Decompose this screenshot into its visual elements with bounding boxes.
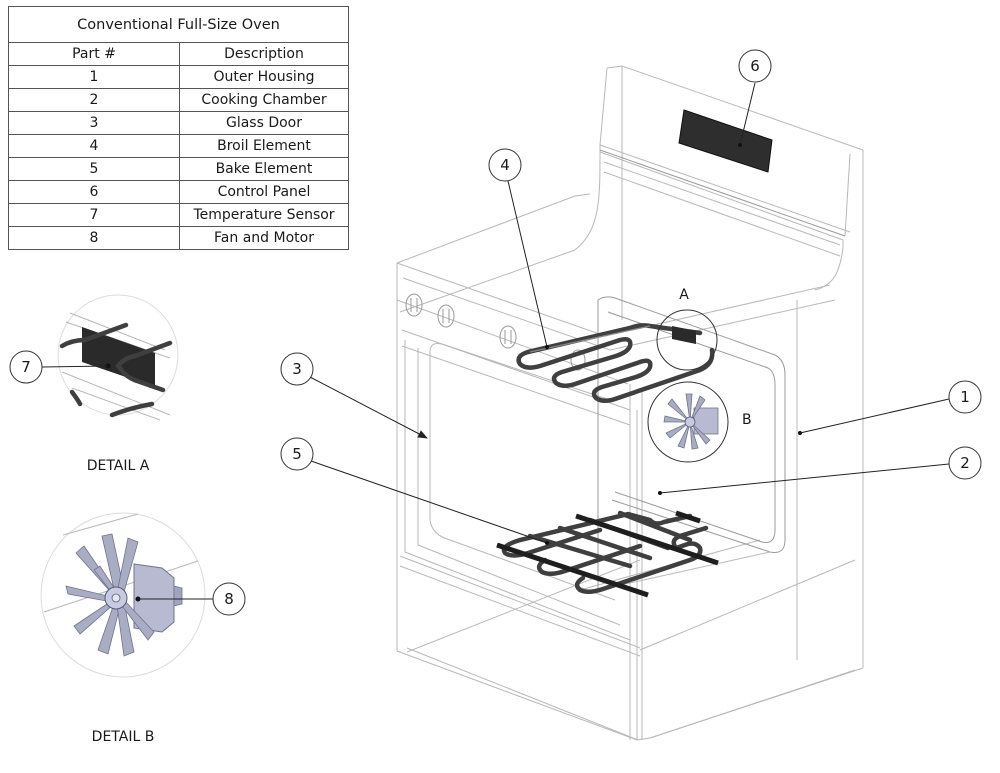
- svg-text:8: 8: [224, 590, 234, 608]
- fan-icon: [663, 393, 719, 450]
- balloon-1: 1: [798, 380, 982, 435]
- detail-a-letter: A: [679, 287, 689, 303]
- control-knob: [499, 325, 517, 349]
- outer-housing: [396, 65, 864, 741]
- svg-text:5: 5: [292, 445, 302, 463]
- part-number: 1: [8, 65, 180, 89]
- balloon-6: 6: [738, 49, 772, 147]
- table-title: Conventional Full-Size Oven: [8, 6, 349, 43]
- header-part: Part #: [8, 42, 180, 66]
- balloon-8: 8: [138, 582, 246, 616]
- balloon-4: 4: [488, 148, 549, 349]
- balloon-7: 7: [9, 350, 109, 384]
- balloon-5: 5: [280, 437, 549, 545]
- part-number: 5: [8, 157, 180, 181]
- svg-text:2: 2: [960, 454, 970, 472]
- detail-b-view: [40, 512, 206, 678]
- glass-door: [404, 340, 631, 641]
- balloon-2: 2: [658, 446, 982, 495]
- control-knob: [405, 293, 423, 317]
- table-header-row: Part # Description: [8, 42, 349, 66]
- svg-text:3: 3: [292, 360, 302, 378]
- broil-element: [516, 323, 715, 403]
- parts-table: Conventional Full-Size Oven Part # Descr…: [8, 6, 349, 250]
- detail-a-view: [57, 294, 179, 421]
- svg-text:6: 6: [750, 57, 760, 75]
- svg-text:4: 4: [500, 156, 510, 174]
- part-description: Outer Housing: [179, 65, 349, 89]
- control-knob: [437, 304, 455, 328]
- part-description: Broil Element: [179, 134, 349, 158]
- svg-text:1: 1: [960, 388, 970, 406]
- svg-text:7: 7: [21, 358, 31, 376]
- part-description: Fan and Motor: [179, 226, 349, 250]
- control-panel-display: [678, 109, 773, 173]
- detail-b-letter: B: [742, 412, 752, 428]
- detail-b-caption: DETAIL B: [92, 729, 155, 745]
- control-knob: [570, 349, 586, 371]
- detail-a-caption: DETAIL A: [87, 458, 150, 474]
- part-number: 8: [8, 226, 180, 250]
- part-description: Cooking Chamber: [179, 88, 349, 112]
- balloon-3: 3: [280, 352, 428, 439]
- bake-element: [496, 510, 719, 598]
- part-description: Bake Element: [179, 157, 349, 181]
- temperature-sensor-bracket: [672, 326, 696, 344]
- detail-b-marker: B: [647, 381, 752, 463]
- detail-a-marker: A: [656, 287, 718, 371]
- fan-motor-icon: [65, 533, 183, 657]
